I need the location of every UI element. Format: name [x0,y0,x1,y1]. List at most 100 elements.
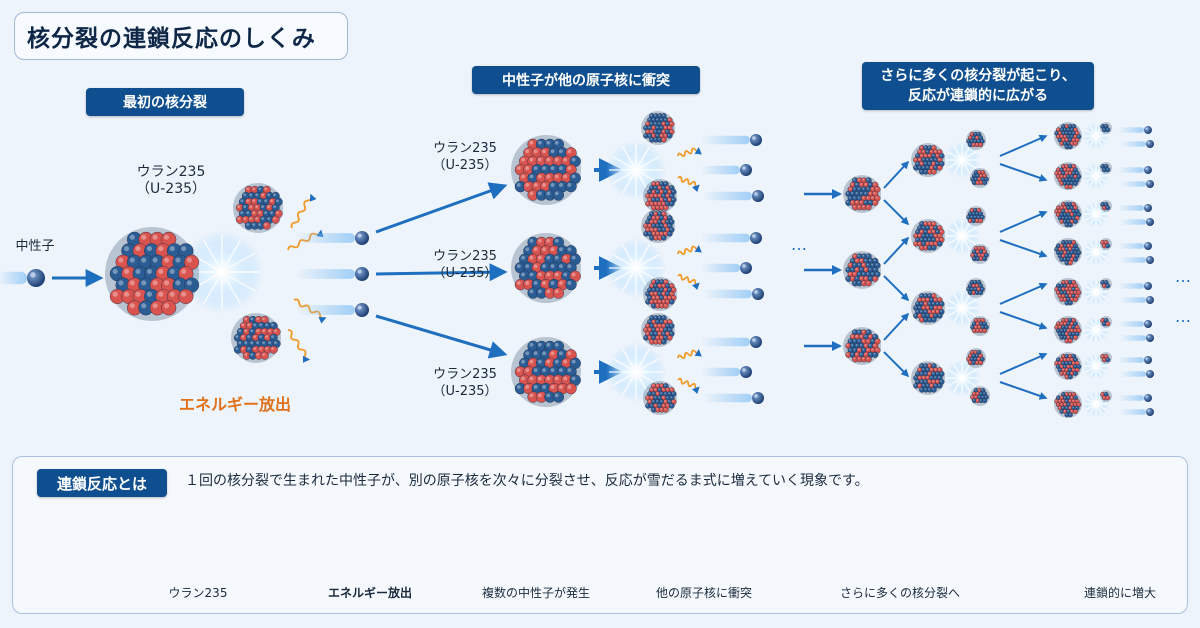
neutron-stage5-b-8 [1120,408,1154,416]
arrow-stage4-down-3 [999,311,1048,330]
neutron-stage2-a-1 [700,134,762,146]
step-caption-6: 連鎖的に増大 [1083,586,1156,600]
nucleus-stage3-2 [843,251,881,289]
fragment-stage2-bottom-3 [643,381,677,415]
energy-wave-stage2-b-3 [677,377,700,395]
step-caption-5: さらに多くの核分裂へ [839,586,960,600]
energy-wave-stage2-b-2 [677,273,700,291]
fragment-stage4-top-1 [966,130,986,150]
fission-flash-main [180,230,264,314]
energy-release-label: エネルギー放出 [178,395,291,414]
flash-stage5-3 [1083,201,1109,227]
neutron-stage2-a-2 [700,232,762,244]
fragment-stage4-bottom-3 [970,316,990,336]
energy-wave-1 [290,193,317,229]
flash-stage4-2 [944,218,980,254]
neutron-stage2-a-3 [700,336,762,348]
fission-flash-stage2-1 [606,140,666,200]
fragment-stage5-6 [1100,316,1112,328]
arrow-stage4-down-1 [999,163,1048,182]
neutron-stage2-b-3 [700,366,752,378]
stage-label-collide: 中性子が他の原子核に衝突 [472,66,700,94]
step-caption-4: 他の原子核に衝突 [655,586,752,600]
energy-wave-stage2-a-1 [677,147,702,157]
fragment-stage5-4 [1100,238,1112,250]
neutron-stage5-a-3 [1118,204,1152,212]
arrow-stage4-up-4 [999,352,1048,375]
summary-text: １回の核分裂で生まれた中性子が、別の原子核を次々に分裂させ、反応が雪だるま式に増… [185,473,869,489]
energy-wave-stage2-a-2 [677,245,702,255]
step-caption-2: エネルギー放出 [327,586,412,600]
flash-stage4-4 [944,360,980,396]
energy-wave-4 [287,329,311,363]
uranium-nucleus-stage2-1 [511,135,581,205]
arrow-stage3-down-1 [883,199,910,226]
neutron-stage5-b-6 [1120,334,1154,342]
fragment-nucleus-top [233,183,283,233]
nucleus-stage3-3 [843,327,881,365]
neutron-stage5-a-8 [1118,394,1152,402]
fragment-nucleus-bottom [231,313,281,363]
neutron-stage5-b-1 [1120,140,1154,148]
fragment-stage2-top-1 [641,111,675,145]
stage-label-first: 最初の核分裂 [86,88,244,116]
nucleus-stage5-4 [1054,238,1082,266]
neutron-label: 中性子 [15,239,55,254]
arrow-stage4-up-3 [999,282,1048,305]
arrow-stage3-up-3 [883,312,910,341]
uranium-label-main-line2: （U-235） [135,181,207,197]
arrow-stage3-down-2 [883,275,910,302]
neutron-stage5-a-5 [1118,282,1152,290]
flash-stage4-3 [944,290,980,326]
fragment-stage5-5 [1100,278,1112,290]
uranium-label-top-line2: （U-235） [432,158,498,173]
nucleus-stage5-5 [1054,278,1082,306]
nucleus-stage5-3 [1054,200,1082,228]
nucleus-stage5-1 [1054,122,1082,150]
step-caption-1: ウラン235 [168,586,228,600]
arrow-stage3-up-1 [883,160,910,189]
flash-stage4-1 [944,142,980,178]
uranium-label-top-line1: ウラン235 [433,141,497,156]
neutron-stage2-c-1 [702,190,764,202]
uranium-label-mid-line1: ウラン235 [433,249,497,264]
fragment-stage4-bottom-1 [970,168,990,188]
nucleus-stage4-4 [911,361,945,395]
arrow-branch-top [375,182,508,234]
fragment-stage5-8 [1100,390,1112,402]
arrow-stage3-up-2 [883,236,910,265]
nucleus-stage3-1 [843,175,881,213]
energy-wave-stage2-a-3 [677,349,702,359]
nucleus-stage5-6 [1054,316,1082,344]
neutron-stage5-a-1 [1118,126,1152,134]
uranium-label-mid-line2: （U-235） [432,266,498,281]
arrow-branch-mid [375,263,508,282]
uranium-nucleus-stage2-3 [511,337,581,407]
nucleus-stage5-7 [1054,352,1082,380]
arrow-stage4-down-2 [999,239,1048,258]
fragment-stage4-top-4 [966,348,986,368]
arrow-stage4-down-4 [999,381,1048,400]
uranium-label-main: ウラン235 （U-235） [106,164,236,198]
nucleus-stage4-2 [911,219,945,253]
ellipsis-right-2: … [1175,307,1191,326]
neutron-stage5-b-5 [1120,296,1154,304]
uranium-label-mid: ウラン235 （U-235） [420,248,510,282]
emitted-neutron-2 [295,267,369,281]
neutron-stage5-b-2 [1120,180,1154,188]
neutron-stage5-b-3 [1120,218,1154,226]
arrow-stage4-up-2 [999,210,1048,233]
uranium-label-bottom-line1: ウラン235 [433,367,497,382]
neutron-stage2-b-2 [700,262,752,274]
uranium-label-top: ウラン235 （U-235） [420,140,510,174]
uranium-label-bottom: ウラン235 （U-235） [420,366,510,400]
neutron-stage5-a-2 [1118,166,1152,174]
nucleus-stage4-1 [911,143,945,177]
fragment-stage2-top-2 [641,209,675,243]
neutron-stage5-a-7 [1118,356,1152,364]
uranium-label-main-line1: ウラン235 [136,164,206,180]
emitted-neutron-1 [295,231,369,245]
fragment-stage4-bottom-2 [970,244,990,264]
summary-panel: 連鎖反応とは １回の核分裂で生まれた中性子が、別の原子核を次々に分裂させ、反応が… [12,456,1188,614]
energy-wave-stage2-b-1 [677,175,700,193]
